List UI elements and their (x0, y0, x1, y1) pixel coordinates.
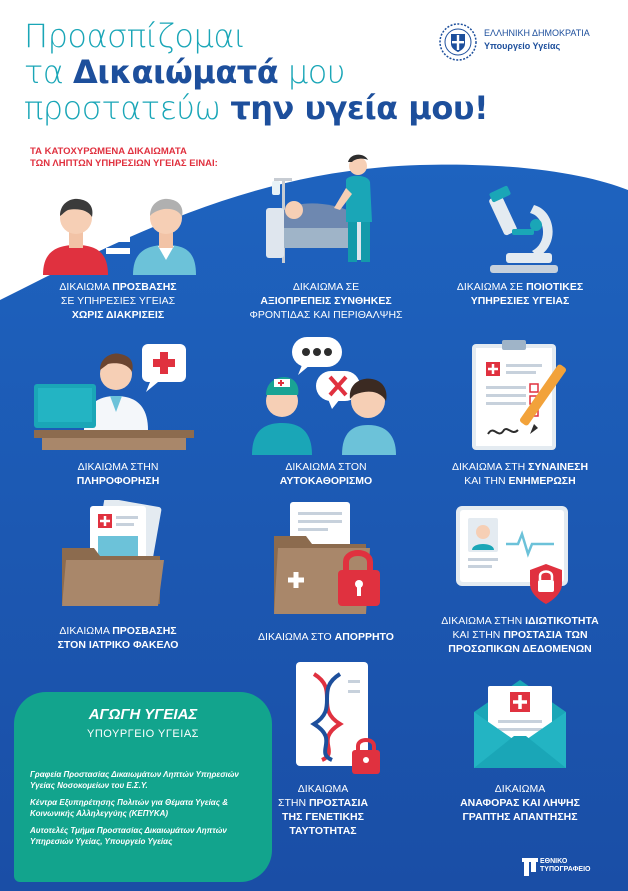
genetic-identity-icon (296, 662, 380, 774)
hospital-bed-icon (266, 154, 372, 263)
info-box: ΑΓΩΓΗ ΥΓΕΙΑΣ ΥΠΟΥΡΓΕΙΟ ΥΓΕΙΑΣ Γραφεία Πρ… (14, 692, 272, 882)
written-reply-envelope-icon (474, 680, 566, 768)
right-confidentiality-caption: ΔΙΚΑΙΩΜΑ ΣΤΟ ΑΠΟΡΡΗΤΟ (258, 631, 394, 643)
right-quality-caption: ΔΙΚΑΙΩΜΑ ΣΕ ΠΟΙΟΤΙΚΕΣ ΥΠΗΡΕΣΙΕΣ ΥΓΕΙΑΣ (456, 281, 584, 307)
right-dignity-caption: ΔΙΚΑΙΩΜΑ ΣΕ ΑΞΙΟΠΡΕΠΕΙΣ ΣΥΝΘΗΚΕΣ ΦΡΟΝΤΙΔ… (249, 281, 403, 321)
ministry-name: Υπουργείο Υγείας (484, 41, 561, 51)
right-self-determination-caption: ΔΙΚΑΙΩΜΑ ΣΤΟΝ ΑΥΤΟΚΑΘΟΡΙΣΜΟ (279, 461, 373, 487)
info-item: Γραφεία Προστασίας Δικαιωμάτων Ληπτών Υπ… (30, 770, 239, 790)
info-item: Κέντρα Εξυπηρέτησης Πολιτών για Θέματα Υ… (30, 798, 229, 818)
national-printing-office-logo-icon (522, 858, 538, 876)
subtitle: ΤΑ ΚΑΤΟΧΥΡΩΜΕΝΑ ΔΙΚΑΙΩΜΑΤΑ ΤΩΝ ΛΗΠΤΩΝ ΥΠ… (30, 146, 218, 169)
doctor-information-icon (34, 344, 194, 450)
equal-access-icon (43, 198, 196, 275)
right-consent-caption: ΔΙΚΑΙΩΜΑ ΣΤΗ ΣΥΝΑΙΝΕΣΗ ΚΑΙ ΤΗΝ ΕΝΗΜΕΡΩΣΗ (451, 461, 589, 487)
government-logo: ΕΛΛΗΝΙΚΗ ΔΗΜΟΚΡΑΤΙΑ Υπουργείο Υγείας (438, 22, 608, 62)
medical-folder-icon (62, 500, 164, 606)
info-item: Αυτοτελές Τμήμα Προστασίας Δικαιωμάτων Λ… (30, 826, 227, 846)
right-access-caption: ΔΙΚΑΙΩΜΑ ΠΡΟΣΒΑΣΗΣ ΣΕ ΥΠΗΡΕΣΙΕΣ ΥΓΕΙΑΣ Χ… (59, 281, 177, 321)
consent-document-icon (472, 340, 566, 450)
right-medical-record-caption: ΔΙΚΑΙΩΜΑ ΠΡΟΣΒΑΣΗΣ ΣΤΟΝ ΙΑΤΡΙΚΟ ΦΑΚΕΛΟ (57, 625, 179, 651)
privacy-screen-icon (456, 506, 568, 604)
right-genetic-identity-caption: ΔΙΚΑΙΩΜΑ ΣΤΗΝ ΠΡΟΣΤΑΣΙΑ ΤΗΣ ΓΕΝΕΤΙΚΗΣ ΤΑ… (277, 783, 369, 837)
coat-of-arms-icon (439, 23, 477, 61)
right-privacy-caption: ΔΙΚΑΙΩΜΑ ΣΤΗΝ ΙΔΙΩΤΙΚΟΤΗΤΑ ΚΑΙ ΣΤΗΝ ΠΡΟΣ… (441, 615, 599, 655)
microscope-icon (489, 185, 558, 273)
government-name: ΕΛΛΗΝΙΚΗ ΔΗΜΟΚΡΑΤΙΑ (484, 28, 590, 38)
national-printing-office-label: ΕΘΝΙΚΟ ΤΥΠΟΓΡΑΦΕΙΟ (540, 858, 591, 873)
right-information-caption: ΔΙΚΑΙΩΜΑ ΣΤΗΝ ΠΛΗΡΟΦΟΡΗΣΗ (76, 461, 160, 487)
info-box-ministry: ΥΠΟΥΡΓΕΙΟ ΥΓΕΙΑΣ (87, 728, 199, 740)
right-complaint-caption: ΔΙΚΑΙΩΜΑ ΑΝΑΦΟΡΑΣ ΚΑΙ ΛΗΨΗΣ ΓΡΑΠΤΗΣ ΑΠΑΝ… (460, 783, 580, 823)
page-title: Προασπίζομαι τα Δικαιώματά μου προστατεύ… (24, 17, 489, 127)
health-education-logo: ΑΓΩΓΗ ΥΓΕΙΑΣ (88, 706, 198, 723)
confidential-folder-icon (274, 502, 380, 614)
title-line-2: τα Δικαιώματά μου (24, 53, 345, 91)
title-line-3: προστατεύω την υγεία μου! (24, 89, 489, 127)
title-line-1: Προασπίζομαι (24, 17, 246, 55)
self-determination-icon (252, 337, 396, 455)
